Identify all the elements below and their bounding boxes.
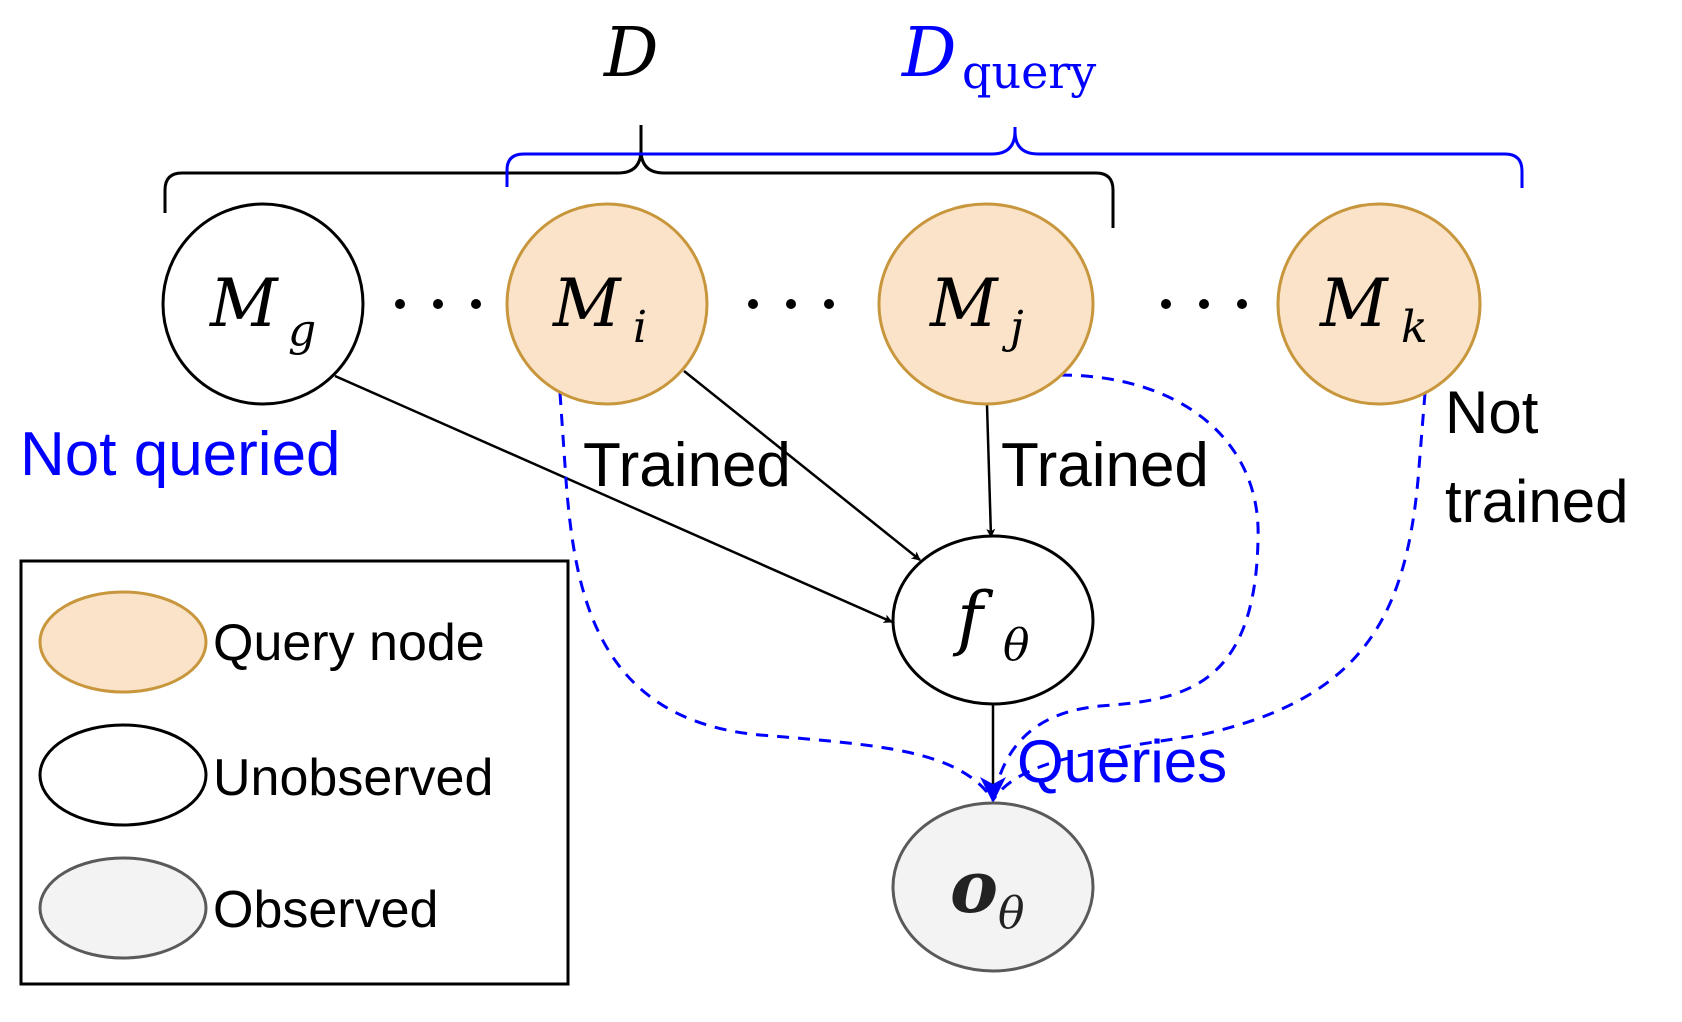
legend-item-query-node: Query node	[38, 590, 485, 694]
legend: Query node Unobserved Observed	[19, 559, 570, 986]
legend-swatch-observed	[38, 856, 208, 960]
annotation-trained-j: Trained	[1001, 431, 1209, 500]
edge-mj-to-o-dashed	[991, 373, 1260, 801]
annotation-not-queried: Not queried	[20, 420, 341, 489]
legend-item-observed: Observed	[38, 856, 438, 960]
edge-mi-to-o-dashed	[558, 392, 995, 801]
svg-text:θ: θ	[1003, 620, 1030, 671]
svg-text:g: g	[288, 305, 316, 356]
annotation-queries: Queries	[1017, 728, 1227, 795]
legend-swatch-unobserved	[38, 723, 208, 827]
node-m-k: M k	[1276, 202, 1482, 406]
legend-label: Unobserved	[213, 749, 493, 807]
arrowhead-queries	[980, 777, 1006, 803]
svg-text:M: M	[1319, 265, 1389, 342]
svg-text:M: M	[929, 265, 999, 342]
legend-swatch-query	[38, 590, 208, 694]
label-d-query: D query	[900, 14, 1096, 99]
legend-item-unobserved: Unobserved	[38, 723, 493, 827]
legend-label: Query node	[213, 614, 485, 672]
ellipsis-j-k	[1161, 299, 1247, 309]
node-m-g: M g	[161, 202, 365, 406]
label-d-main: D	[602, 14, 659, 93]
svg-text:M: M	[552, 265, 622, 342]
annotation-not-trained-line1: Not	[1445, 379, 1539, 446]
svg-text:k: k	[1401, 302, 1428, 353]
svg-text:M: M	[209, 265, 279, 342]
label-d-query-main: D	[900, 14, 957, 93]
edge-mk-to-o-dashed	[991, 392, 1427, 801]
legend-label: Observed	[213, 881, 438, 939]
node-m-j: M j	[877, 202, 1095, 406]
ellipsis-i-j	[748, 299, 834, 309]
annotation-trained-i: Trained	[583, 431, 791, 500]
annotation-not-trained-line2: trained	[1445, 468, 1628, 535]
svg-text:o: o	[950, 844, 998, 929]
label-d: D	[602, 14, 659, 93]
label-d-query-sub: query	[962, 45, 1096, 99]
node-f-theta: f θ	[891, 534, 1095, 706]
brace-d-query	[505, 127, 1524, 188]
edge-mg-to-f	[334, 374, 893, 624]
edge-mj-to-f	[985, 404, 996, 538]
svg-text:θ: θ	[998, 888, 1025, 939]
ellipsis-g-i	[395, 299, 481, 309]
brace-d	[163, 125, 1115, 228]
edge-mi-to-f	[683, 370, 921, 561]
node-o-theta: o θ	[891, 801, 1095, 973]
svg-text:i: i	[633, 302, 647, 353]
node-m-i: M i	[505, 202, 709, 406]
